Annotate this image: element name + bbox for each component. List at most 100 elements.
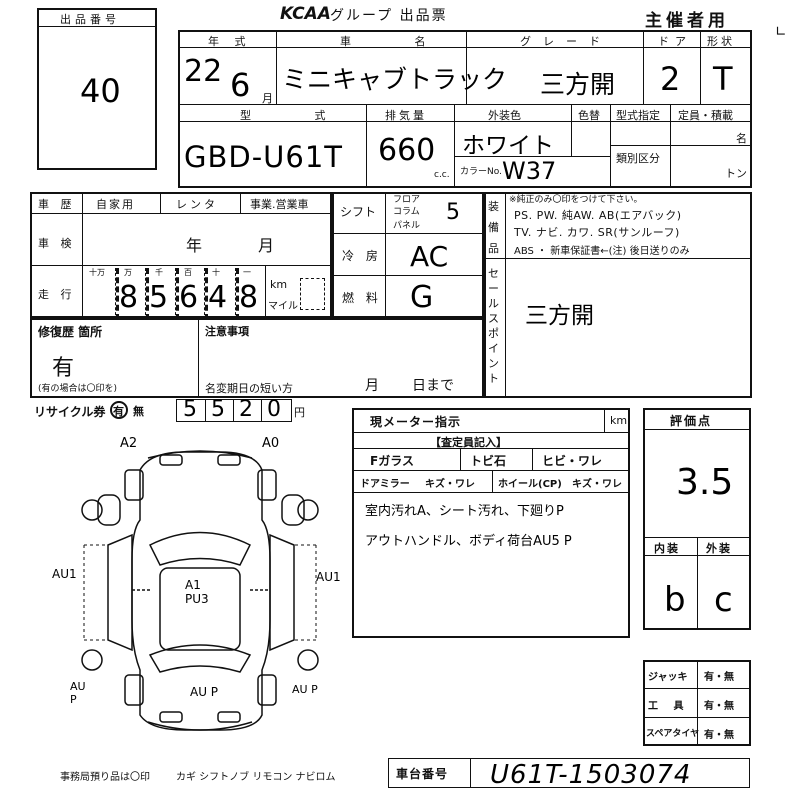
brand-logo: KCAA xyxy=(280,4,331,24)
spare-tire-label: スペアタイヤ xyxy=(646,729,700,739)
office-items: カギ シフトノブ リモコン ナビロム xyxy=(176,772,336,783)
damage-mark-rear: AU P xyxy=(190,685,219,699)
mileage-unit-4: 百 xyxy=(184,268,192,277)
color-no-label: カラーNo. xyxy=(460,167,502,177)
chassis-label: 車台番号 xyxy=(396,767,449,781)
sales-point-label: セールスポイント xyxy=(488,267,499,385)
mileage-digit-2: 5 xyxy=(149,280,169,315)
spare-tire-choice: 有・無 xyxy=(704,730,734,741)
lot-number: 40 xyxy=(80,72,121,110)
mileage-unit-3: 千 xyxy=(155,268,163,277)
model-value: ミニキャブトラック xyxy=(282,65,508,94)
grade-value: 三方開 xyxy=(540,70,616,99)
jack-label: ジャッキ xyxy=(648,672,688,683)
tobi-ishi-label: トビ石 xyxy=(470,454,507,468)
color-no-value: W37 xyxy=(502,157,557,185)
recycle-no: 無 xyxy=(133,405,144,418)
persons-unit: 名 xyxy=(736,132,747,145)
recycle-yes-circled xyxy=(110,401,128,419)
rating-label: 評価点 xyxy=(670,414,713,428)
mirror-kizu-label: キズ・ワレ xyxy=(425,479,475,490)
interior-grade: b xyxy=(664,580,686,620)
equipment-line-3: ABS ・ 新車保証書←(注) 後日送りのみ xyxy=(514,246,690,257)
mileage-unit-2: 万 xyxy=(124,268,132,277)
inspector-section xyxy=(352,408,630,638)
organizer-label: 主催者用 xyxy=(645,11,729,31)
door-label: ドア xyxy=(658,35,692,48)
mileage-mile-unit: マイル xyxy=(268,301,298,312)
chassis-number: U61T-1503074 xyxy=(490,760,692,790)
lot-number-label: 出品番号 xyxy=(60,13,120,26)
tools-label: 工 具 xyxy=(648,701,690,712)
category-label: 類別区分 xyxy=(616,152,660,165)
form-title: グループ 出品票 xyxy=(330,8,448,24)
damage-mark-right-side: AU1 xyxy=(316,570,341,584)
equipment-line-1: PS. PW. 純AW. AB(エアバック) xyxy=(514,209,682,222)
year-value: 22 xyxy=(184,54,223,89)
shape-value: T xyxy=(713,60,733,98)
shift-value: 5 xyxy=(446,200,460,225)
history-section xyxy=(30,192,332,318)
mileage-label: 走 行 xyxy=(38,288,76,301)
recycle-digit-4: 0 xyxy=(267,397,281,422)
fuel-value: G xyxy=(410,280,434,315)
inspection-label: 車 検 xyxy=(38,237,76,250)
chassis-box xyxy=(388,758,750,788)
interior-label: 内装 xyxy=(654,542,680,555)
meter-km-unit: km xyxy=(610,414,628,427)
ton-unit: トン xyxy=(725,167,747,180)
color-change-label: 色替 xyxy=(578,109,600,122)
name-change-day: 日まで xyxy=(412,378,454,394)
damage-mark-left-side: AU1 xyxy=(52,567,77,581)
wheel-label: ホイール(CP) xyxy=(498,479,562,490)
month-unit: 月 xyxy=(262,92,273,105)
inspector-comment-1: 室内汚れA、シート汚れ、下廻りP xyxy=(365,504,564,519)
recycle-digit-2: 5 xyxy=(211,397,225,422)
repair-value: 有 xyxy=(52,356,75,381)
shift-option-panel: パネル xyxy=(393,221,421,231)
recycle-yes: 有 xyxy=(113,405,124,418)
f-glass-label: Fガラス xyxy=(370,454,414,468)
shift-option-floor: フロア xyxy=(393,195,421,205)
mileage-km-unit: km xyxy=(270,278,288,291)
repair-notes-section xyxy=(30,318,484,398)
aircon-label: 冷 房 xyxy=(342,249,382,263)
notes-label: 注意事項 xyxy=(205,325,249,338)
exterior-label: 外装 xyxy=(706,542,732,555)
capacity-label: 定員・積載 xyxy=(678,109,733,122)
history-label: 車 歴 xyxy=(38,198,76,211)
wheel-kizu-label: キズ・ワレ xyxy=(572,479,622,490)
jack-choice: 有・無 xyxy=(704,672,734,683)
color-label: 外装色 xyxy=(488,109,521,122)
hibi-ware-label: ヒビ・ワレ xyxy=(542,454,603,468)
mileage-unit-5: 十 xyxy=(212,268,220,277)
damage-mark-rear-right: AU P xyxy=(292,683,318,696)
doors-value: 2 xyxy=(660,60,681,98)
recycle-amount-box xyxy=(176,399,292,422)
name-change-month: 月 xyxy=(365,378,379,394)
equipment-line-2: TV. ナビ. カワ. SR(サンルーフ) xyxy=(514,226,680,239)
model-label: 車 名 xyxy=(340,35,456,48)
fuel-label: 燃 料 xyxy=(342,291,382,305)
sales-point-value: 三方開 xyxy=(525,303,594,329)
drivetrain-section xyxy=(332,192,484,318)
cc-unit: c.c. xyxy=(434,170,450,180)
history-option-rental: レンタ xyxy=(176,198,218,211)
mileage-unit-1: 十万 xyxy=(89,268,105,277)
displacement-value: 660 xyxy=(378,133,436,168)
corner-mark: ∟ xyxy=(775,24,787,40)
type-designation-label: 型式指定 xyxy=(616,109,660,122)
mileage-digit-5: 8 xyxy=(239,280,259,315)
door-mirror-label: ドアミラー xyxy=(360,479,410,490)
mileage-digit-1: 8 xyxy=(119,280,139,315)
damage-mark-front-left: A2 xyxy=(120,436,138,451)
inspection-year-unit: 年 xyxy=(186,236,203,255)
type-label: 型 式 xyxy=(240,109,356,122)
displacement-label: 排気量 xyxy=(385,109,427,122)
shift-option-column: コラム xyxy=(393,207,420,217)
tools-choice: 有・無 xyxy=(704,701,734,712)
equipment-label: 装備品 xyxy=(488,200,499,255)
color-value: ホワイト xyxy=(462,133,554,159)
recycle-digit-3: 2 xyxy=(239,397,253,422)
